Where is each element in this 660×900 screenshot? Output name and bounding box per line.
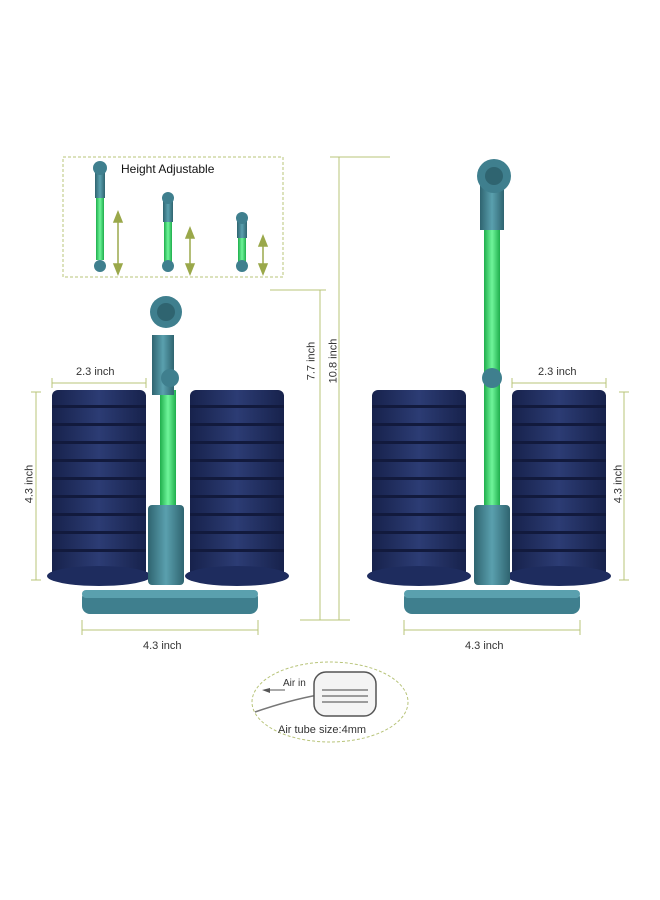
inset-title: Height Adjustable (121, 162, 215, 176)
min-height-label: 7.7 inch (305, 341, 318, 381)
left-lift-tube (160, 390, 176, 510)
right-filter (367, 159, 611, 614)
left-base-width-label: 4.3 inch (143, 640, 182, 652)
mini-filter-tall (93, 161, 107, 272)
right-sponge-a (367, 390, 471, 586)
height-arrows (112, 209, 269, 277)
air-pump-callout (251, 661, 409, 743)
arrow-left-icon (262, 688, 270, 693)
max-height-label: 10.8 inch (327, 338, 340, 384)
right-sponge-width-label: 2.3 inch (538, 366, 577, 378)
right-sponge-b (507, 390, 611, 586)
right-base-width-label: 4.3 inch (465, 640, 504, 652)
left-sponge-b (185, 390, 289, 586)
height-adjustable-inset (62, 156, 284, 278)
height-dimension-lines (270, 156, 390, 621)
left-filter (47, 296, 289, 614)
left-sponge-height-label: 4.3 inch (23, 464, 36, 504)
mini-filter-medium (162, 192, 174, 272)
dimension-lines (31, 378, 629, 635)
air-tube-size-label: Air tube size:4mm (278, 724, 367, 736)
air-pump-icon (313, 671, 377, 717)
right-sponge-height-label: 4.3 inch (612, 464, 625, 504)
right-lift-tube (484, 225, 500, 510)
air-in-label: Air in (283, 678, 306, 689)
left-sponge-width-label: 2.3 inch (76, 366, 115, 378)
left-sponge-a (47, 390, 151, 586)
mini-filter-short (236, 212, 248, 272)
